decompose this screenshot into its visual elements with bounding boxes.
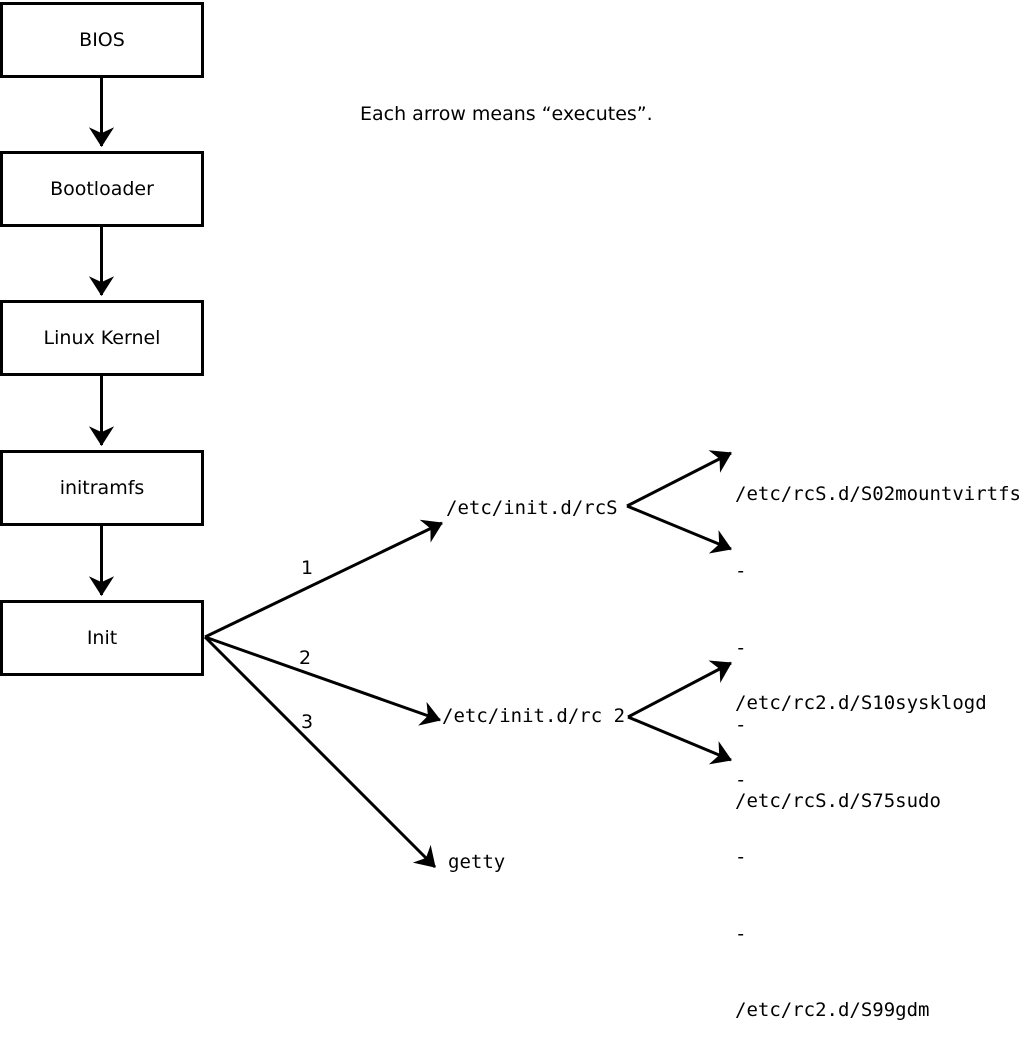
branch-order-label-3: 3 [300,711,314,733]
script-list-item: /etc/rc2.d/S10sysklogd [735,692,987,715]
arrow-rc2-to-s10sysklogd [627,660,732,719]
node-bootloader: Bootloader [0,151,204,227]
node-label: Init [86,627,118,649]
rcs-script-list: /etc/rcS.d/S02mountvirtfs - - - /etc/rcS… [735,431,1021,841]
script-list-item: - [735,559,747,582]
arrow-init-to-rc2 [204,635,441,726]
node-label: BIOS [79,29,125,51]
script-list-item: /etc/rcS.d/S75sudo [735,790,941,813]
script-list-item: - [735,768,747,791]
script-list-item: - [735,922,747,945]
node-label: Bootloader [50,178,154,200]
node-etc-init-d-rcs: /etc/init.d/rcS [446,497,618,519]
node-etc-init-d-rc2: /etc/init.d/rc 2 [442,705,626,727]
connector-layer [88,78,732,869]
node-bios: BIOS [0,2,204,78]
node-getty: getty [448,851,506,873]
arrow-meaning-note: Each arrow means “executes”. [360,103,653,125]
arrow-init-to-getty [203,635,437,869]
script-list-item: - [735,636,747,659]
arrow-rcs-to-s02mountvirtfs [626,450,732,508]
node-init: Init [0,600,204,676]
arrow-rcs-to-s75sudo [626,504,732,554]
branch-order-label-2: 2 [298,647,312,669]
node-label: Linux Kernel [43,327,161,349]
rc2-script-list: /etc/rc2.d/S10sysklogd - - - /etc/rc2.d/… [735,640,987,1050]
arrow-init-to-rcs [204,519,443,639]
node-linux-kernel: Linux Kernel [0,300,204,376]
node-initramfs: initramfs [0,450,204,526]
branch-order-label-1: 1 [300,557,314,579]
script-list-item: - [735,713,747,736]
node-label: initramfs [59,477,145,499]
arrow-rc2-to-s99gdm [627,715,732,765]
script-list-item: /etc/rc2.d/S99gdm [735,999,930,1022]
script-list-item: - [735,845,747,868]
script-list-item: /etc/rcS.d/S02mountvirtfs [735,483,1021,506]
